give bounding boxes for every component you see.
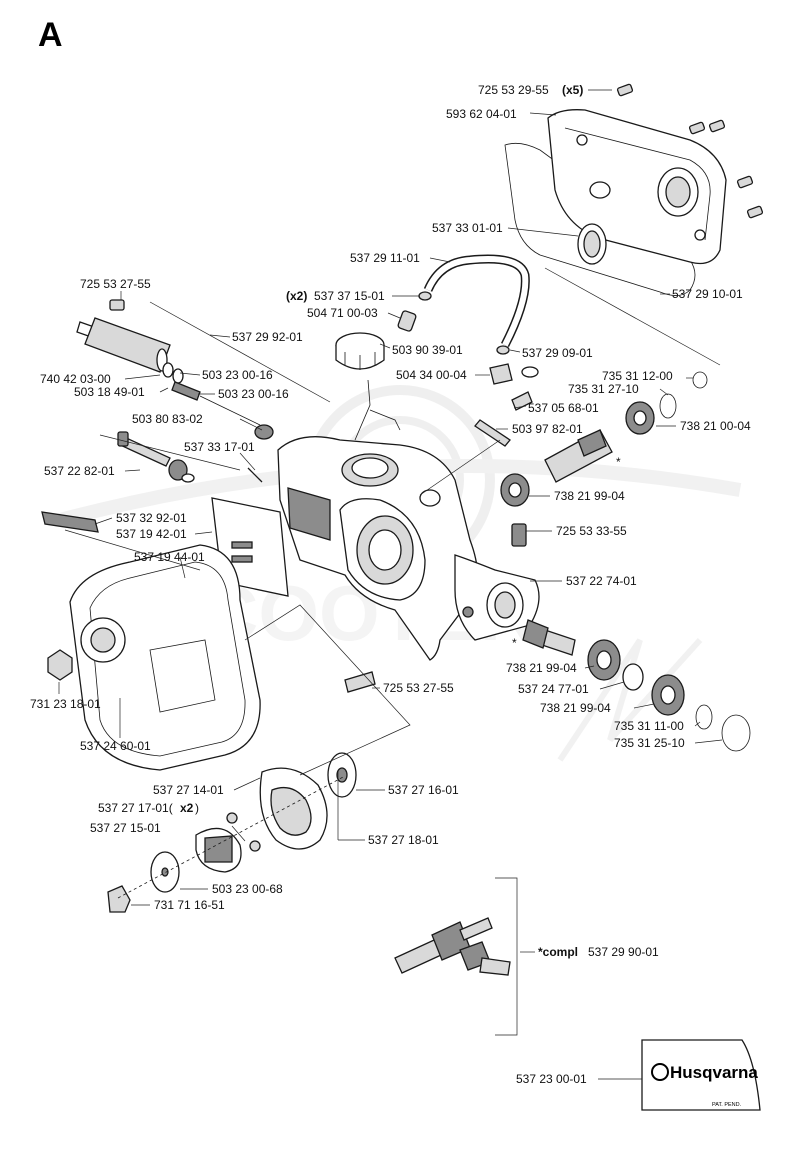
label-537-19-44-01: 537 19 44-01 — [134, 550, 205, 564]
label-503-97-82-01: 503 97 82-01 — [512, 422, 583, 436]
label-537-22-74-01: 537 22 74-01 — [566, 574, 637, 588]
label-537-29-09-01: 537 29 09-01 — [522, 346, 593, 360]
label-paren-close: ) — [195, 801, 199, 815]
top-cover-assembly — [504, 83, 764, 296]
label-x2: (x2) — [286, 289, 307, 303]
label-738-21-99-04-a: 738 21 99-04 — [554, 489, 625, 503]
star-marker-1: * — [616, 455, 621, 469]
label-593-62-04-01: 593 62 04-01 — [446, 107, 517, 121]
label-537-24-60-01: 537 24 60-01 — [80, 739, 151, 753]
logo-brand: Husqvarna — [670, 1063, 758, 1082]
label-537-23-00-01: 537 23 00-01 — [516, 1072, 587, 1086]
label-537-27-16-01: 537 27 16-01 — [388, 783, 459, 797]
label-compl: *compl — [538, 945, 578, 959]
label-x2-b: x2 — [180, 801, 194, 815]
label-537-33-17-01: 537 33 17-01 — [184, 440, 255, 454]
husqvarna-decal: Husqvarna PAT. PEND. — [641, 1039, 761, 1111]
label-503-18-49-01: 503 18 49-01 — [74, 385, 145, 399]
label-503-90-39-01: 503 90 39-01 — [392, 343, 463, 357]
label-725-53-29-55: 725 53 29-55 — [478, 83, 549, 97]
label-537-33-01-01: 537 33 01-01 — [432, 221, 503, 235]
label-537-22-82-01: 537 22 82-01 — [44, 464, 115, 478]
label-738-21-00-04: 738 21 00-04 — [680, 419, 751, 433]
adjuster-bolt — [117, 431, 195, 483]
logo-sub: PAT. PEND. — [712, 1102, 742, 1108]
label-738-21-99-04-b: 738 21 99-04 — [506, 661, 577, 675]
right-bearing-group — [344, 363, 708, 693]
label-537-24-77-01: 537 24 77-01 — [518, 682, 589, 696]
label-504-71-00-03: 504 71 00-03 — [307, 306, 378, 320]
label-537-27-18-01: 537 27 18-01 — [368, 833, 439, 847]
label-537-29-11-01: 537 29 11-01 — [350, 251, 420, 265]
label-537-29-10-01: 537 29 10-01 — [672, 287, 743, 301]
pulley-assembly — [107, 752, 357, 913]
label-740-42-03-00: 740 42 03-00 — [40, 372, 111, 386]
label-503-23-00-16-a: 503 23 00-16 — [202, 368, 273, 382]
label-731-71-16-51: 731 71 16-51 — [154, 898, 225, 912]
label-725-53-27-55-top: 725 53 27-55 — [80, 277, 151, 291]
label-537-29-90-01: 537 29 90-01 — [588, 945, 659, 959]
label-537-27-15-01: 537 27 15-01 — [90, 821, 161, 835]
water-hose — [397, 254, 530, 355]
label-735-31-11-00: 735 31 11-00 — [614, 719, 684, 733]
label-537-27-14-01: 537 27 14-01 — [153, 783, 224, 797]
label-537-27-17-01: 537 27 17-01( — [98, 801, 173, 815]
belt-guard — [47, 544, 261, 771]
label-503-80-83-02: 503 80 83-02 — [132, 412, 203, 426]
label-738-21-99-04-c: 738 21 99-04 — [540, 701, 611, 715]
leader-lines — [58, 89, 723, 1080]
label-537-32-92-01: 537 32 92-01 — [116, 511, 187, 525]
label-731-23-18-01: 731 23 18-01 — [30, 697, 101, 711]
star-marker-2: * — [512, 636, 517, 650]
label-537-37-15-01: 537 37 15-01 — [314, 289, 385, 303]
label-735-31-27-10: 735 31 27-10 — [568, 382, 639, 396]
label-537-29-92-01: 537 29 92-01 — [232, 330, 303, 344]
label-504-34-00-04: 504 34 00-04 — [396, 368, 467, 382]
label-503-23-00-16-b: 503 23 00-16 — [218, 387, 289, 401]
gearbox-housing — [277, 436, 540, 661]
lower-bearing-group — [522, 619, 751, 752]
label-537-19-42-01: 537 19 42-01 — [116, 527, 187, 541]
section-letter: A — [38, 16, 63, 54]
label-725-53-27-55-b: 725 53 27-55 — [383, 681, 454, 695]
label-735-31-25-10: 735 31 25-10 — [614, 736, 685, 750]
label-503-23-00-68: 503 23 00-68 — [212, 882, 283, 896]
husqvarna-crown-icon — [651, 1063, 669, 1081]
part-labels: 725 53 29-55 (x5) 593 62 04-01 537 33 01… — [30, 83, 751, 1086]
label-735-31-12-00: 735 31 12-00 — [602, 369, 673, 383]
cover-screws — [616, 83, 764, 219]
label-725-53-33-55: 725 53 33-55 — [556, 524, 627, 538]
filler-cap — [335, 332, 401, 441]
gear-set-complete — [394, 877, 518, 1036]
label-x5: (x5) — [562, 83, 583, 97]
label-537-05-68-01: 537 05 68-01 — [528, 401, 599, 415]
